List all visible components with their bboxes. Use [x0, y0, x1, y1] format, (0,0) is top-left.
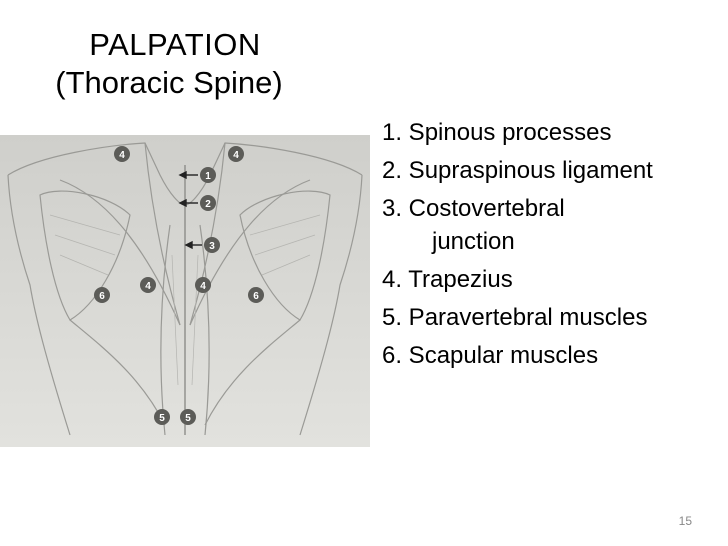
- list-item: 1. Spinous processes: [382, 119, 612, 146]
- svg-text:4: 4: [145, 281, 151, 292]
- svg-text:1: 1: [205, 171, 211, 182]
- svg-text:3: 3: [209, 241, 215, 252]
- title-subtitle: (Thoracic Spine): [55, 65, 283, 100]
- marker-5-right: 5: [180, 409, 196, 425]
- svg-text:6: 6: [253, 291, 259, 302]
- list-item: 5. Paravertebral muscles: [382, 304, 648, 331]
- svg-text:6: 6: [99, 291, 105, 302]
- pointer-arrows: [178, 170, 202, 250]
- marker-4-mid-left: 4: [140, 277, 156, 293]
- back-anatomy-figure: 4 4 1 2 3 6 4 4 6 5 5: [0, 135, 370, 447]
- marker-4-top-left: 4: [114, 146, 130, 162]
- marker-4-mid-right: 4: [195, 277, 211, 293]
- marker-group: 4 4 1 2 3 6 4 4 6 5 5: [94, 146, 264, 425]
- marker-2: 2: [200, 195, 216, 211]
- marker-5-left: 5: [154, 409, 170, 425]
- list-item: 2. Supraspinous ligament: [382, 157, 653, 184]
- list-item: 3. Costovertebral junction: [382, 192, 722, 258]
- list-item: 4. Trapezius: [382, 266, 513, 293]
- list-item: 6. Scapular muscles: [382, 342, 599, 369]
- svg-text:4: 4: [233, 150, 239, 161]
- marker-6-left: 6: [94, 287, 110, 303]
- svg-text:4: 4: [119, 150, 125, 161]
- marker-1: 1: [200, 167, 216, 183]
- marker-4-top-right: 4: [228, 146, 244, 162]
- list-item-continuation: junction: [432, 228, 515, 255]
- marker-6-right: 6: [248, 287, 264, 303]
- palpation-list: 1. Spinous processes 2. Supraspinous lig…: [382, 116, 722, 377]
- svg-text:4: 4: [200, 281, 206, 292]
- svg-text:5: 5: [159, 413, 165, 424]
- title-main: PALPATION: [89, 27, 261, 62]
- page-number: 15: [678, 514, 692, 528]
- slide-title: PALPATION (Thoracic Spine): [40, 26, 310, 102]
- svg-text:5: 5: [185, 413, 191, 424]
- muscle-texture: [49, 214, 321, 386]
- svg-text:2: 2: [205, 199, 211, 210]
- list-item-line: 3. Costovertebral: [382, 195, 565, 222]
- marker-3: 3: [204, 237, 220, 253]
